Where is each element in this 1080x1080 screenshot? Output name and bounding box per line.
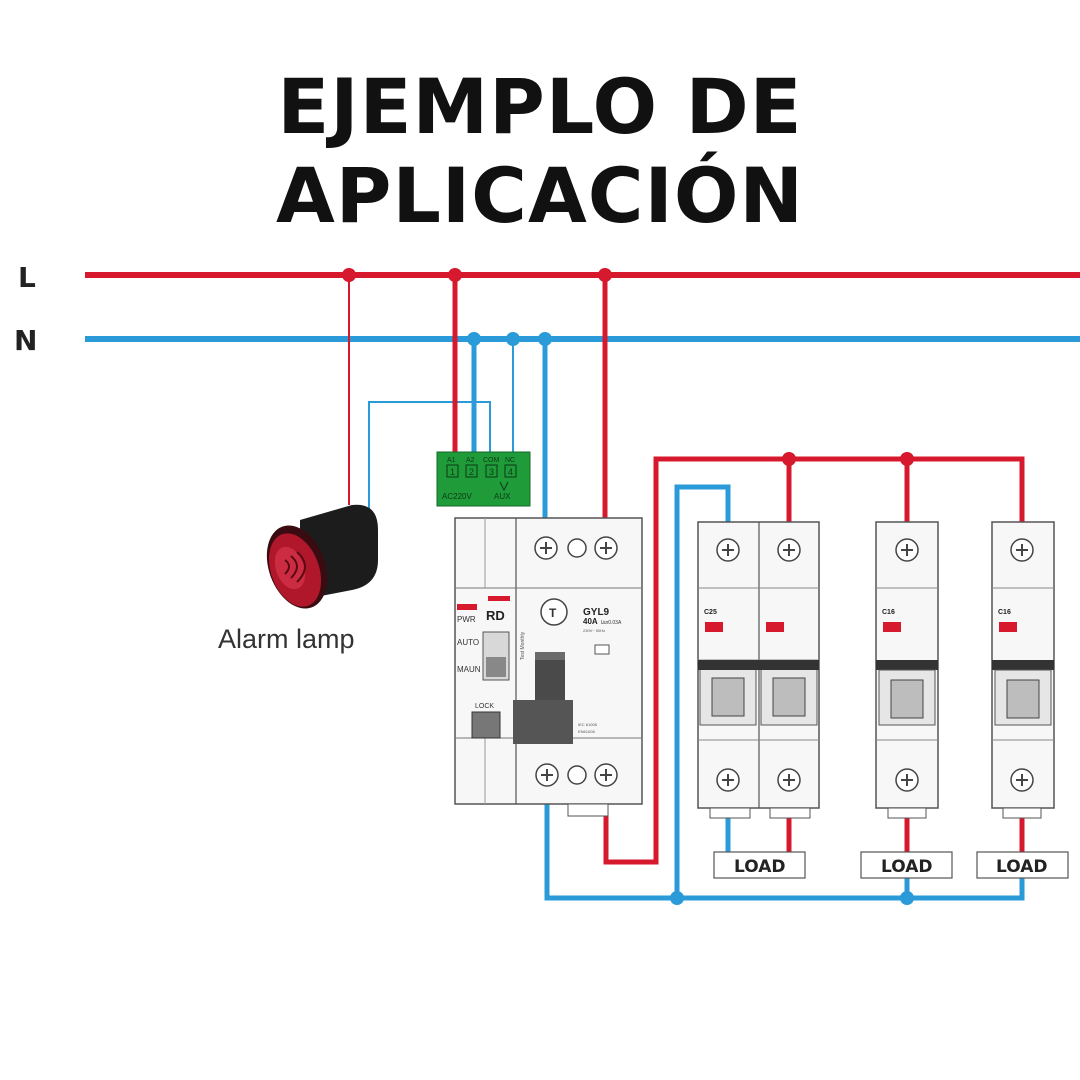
aux-label: AUX — [494, 492, 511, 501]
recloser-rating: 40A — [583, 617, 598, 626]
alarm-lamp-wiring — [348, 275, 514, 510]
recloser-maun-label: MAUN — [457, 665, 481, 674]
recloser-spec-3: EN61008 — [578, 729, 595, 734]
breaker-c16-a-rating: C16 — [882, 609, 895, 616]
alarm-lamp-label: Alarm lamp — [218, 624, 355, 654]
recloser-lock-label: LOCK — [475, 703, 494, 710]
breaker-c25-rating: C25 — [704, 609, 717, 616]
recloser-model: GYL9 — [583, 607, 610, 618]
recloser-spec-1: 230V~ 50Hz — [583, 628, 605, 633]
load-label-3: LOAD — [996, 857, 1048, 877]
alarm-lamp — [266, 504, 378, 609]
aux-terminal-num-4: 4 — [508, 467, 513, 477]
breaker-c16-b-rating: C16 — [998, 609, 1011, 616]
recloser-sensitivity: I∆n0.03A — [601, 620, 622, 626]
neutral-line-label: N — [14, 324, 37, 357]
aux-terminal-num-1: 1 — [450, 467, 455, 477]
recloser-spec-2: IEC 61008 — [578, 722, 598, 727]
page-title: EJEMPLO DE APLICACIÓN — [275, 62, 805, 240]
load-box-2: LOAD — [860, 851, 953, 879]
load-label-1: LOAD — [734, 857, 786, 877]
live-line-label: L — [18, 261, 36, 294]
aux-terminal-a1: A1 — [447, 457, 456, 464]
breaker-c25: C25 — [697, 521, 820, 819]
load-label-2: LOAD — [881, 857, 933, 877]
breaker-c16-a: C16 — [875, 521, 939, 819]
recloser-test-label: Test Monthly — [520, 631, 526, 660]
aux-terminal-num-3: 3 — [489, 467, 494, 477]
aux-contact-block: A1 A2 COM NC 1 2 3 4 AC220V AUX — [436, 451, 531, 507]
distribution-wiring — [544, 456, 1025, 901]
svg-text:T: T — [549, 606, 557, 620]
aux-terminal-nc: NC — [505, 457, 515, 464]
breaker-c16-b: C16 — [991, 521, 1055, 819]
load-box-3: LOAD — [976, 851, 1069, 879]
aux-terminal-num-2: 2 — [469, 467, 474, 477]
junction-dots — [342, 268, 914, 905]
recloser-rd-label: RD — [486, 608, 505, 623]
aux-block-wiring — [452, 275, 477, 455]
aux-terminal-a2: A2 — [466, 457, 475, 464]
aux-terminal-com: COM — [483, 457, 500, 464]
recloser-supply-wiring — [542, 275, 608, 522]
recloser-auto-label: AUTO — [457, 638, 479, 647]
aux-ac-label: AC220V — [442, 492, 472, 501]
auto-recloser-module: PWR RD AUTO MAUN LOCK T GYL9 40A I∆n0.03… — [454, 517, 643, 817]
recloser-pwr-label: PWR — [457, 615, 476, 624]
load-box-1: LOAD — [713, 851, 806, 879]
